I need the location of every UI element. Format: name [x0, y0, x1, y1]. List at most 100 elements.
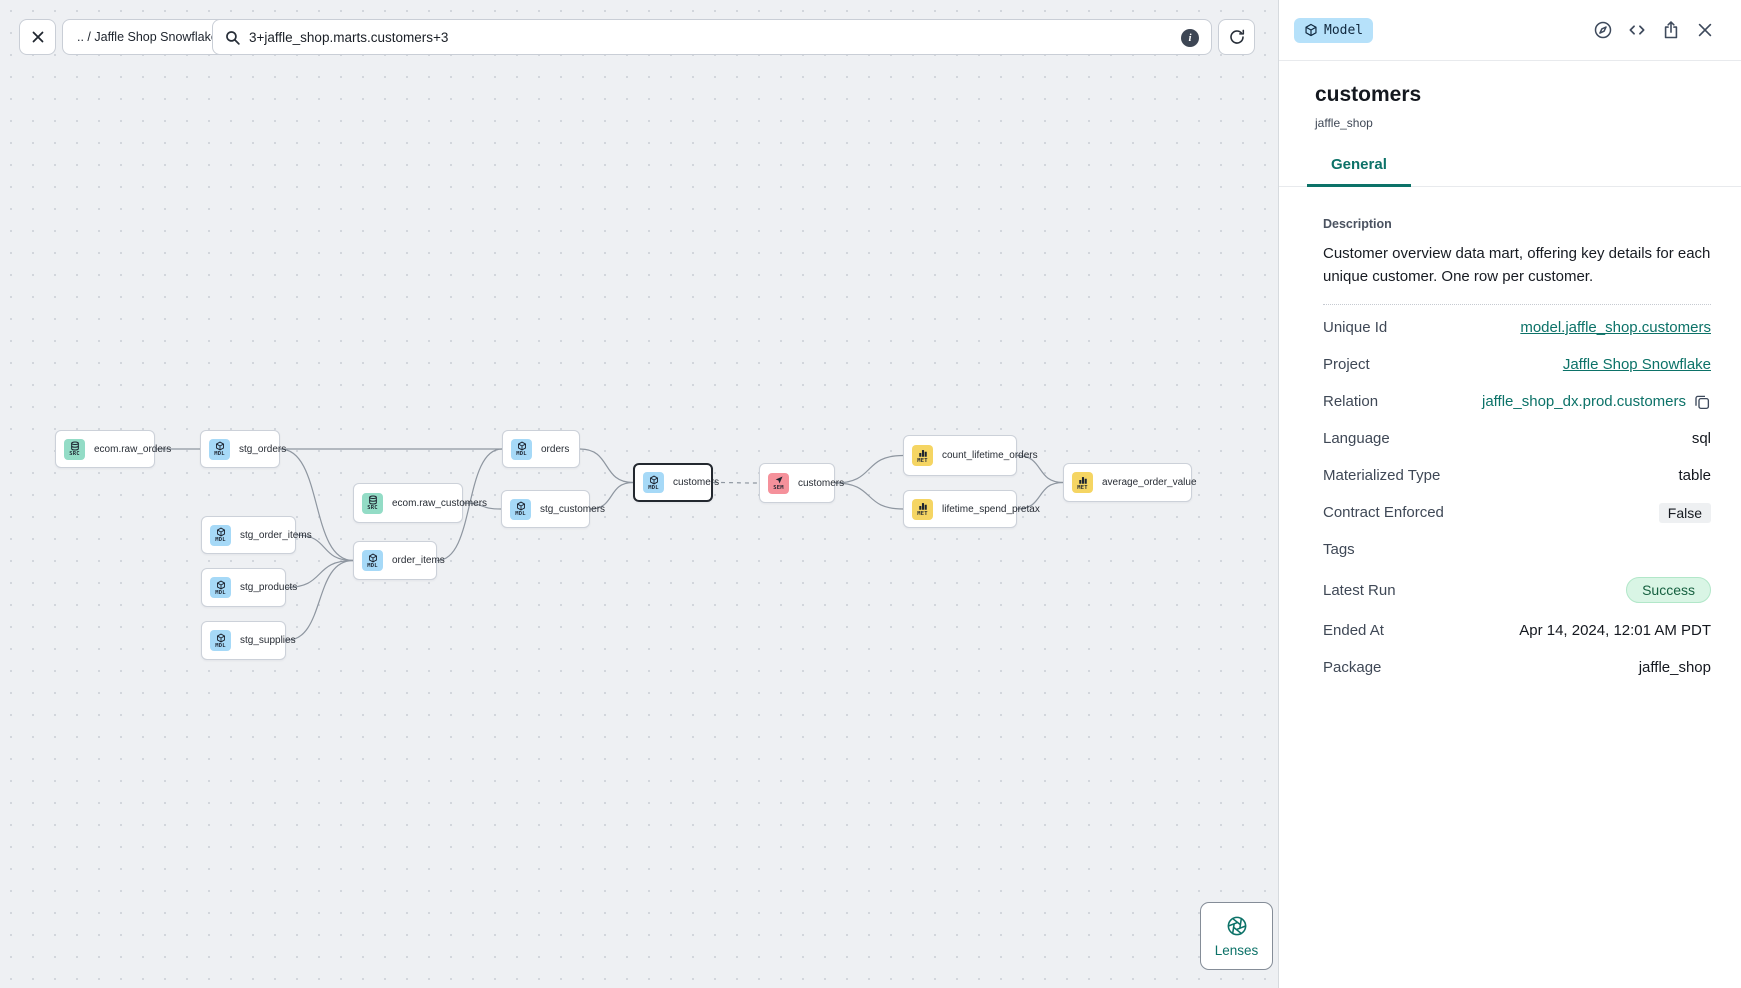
lenses-aperture-icon — [1227, 916, 1246, 935]
graph-node-average_order_value[interactable]: MET average_order_value — [1063, 463, 1197, 502]
edge-count_lifetime_orders-to-average_order_value — [1016, 454, 1064, 484]
edge-stg_supplies-to-order_items — [285, 559, 354, 642]
refresh-button[interactable] — [1218, 19, 1255, 55]
edge-ecom_raw_customers-to-stg_customers — [462, 502, 502, 510]
page-title: customers — [1315, 83, 1422, 106]
detail-row-project: Project Jaffle Shop Snowflake — [1323, 356, 1711, 373]
graph-node-ecom_raw_orders[interactable]: SRC ecom.raw_orders — [55, 430, 171, 468]
node-label: stg_orders — [239, 443, 287, 455]
page-subtitle: jaffle_shop — [1315, 116, 1373, 130]
search-icon — [226, 31, 240, 45]
close-icon — [32, 31, 43, 43]
edge-lifetime_spend_pretax-to-average_order_value — [1016, 481, 1064, 510]
detail-row-package: Package jaffle_shop — [1323, 659, 1711, 676]
edge-stg_order_items-to-order_items — [295, 534, 354, 562]
breadcrumb-label: .. / Jaffle Shop Snowflake — [77, 30, 218, 44]
node-label: stg_customers — [540, 503, 606, 515]
explore-lineage-button[interactable] — [1592, 20, 1613, 41]
model-icon: MDL — [209, 438, 230, 460]
edges-layer — [155, 448, 1064, 642]
model-icon: MDL — [643, 472, 664, 493]
info-icon[interactable]: i — [1181, 29, 1199, 47]
node-label: ecom.raw_orders — [94, 443, 172, 455]
graph-node-stg_customers[interactable]: MDL stg_customers — [501, 490, 605, 528]
node-label: ecom.raw_customers — [392, 497, 488, 509]
metric-icon: MET — [912, 445, 933, 466]
share-icon — [1664, 21, 1677, 39]
node-label: orders — [541, 443, 570, 455]
detail-row-latest-run: Latest Run Success — [1323, 568, 1711, 612]
project-link[interactable]: Jaffle Shop Snowflake — [1562, 356, 1711, 373]
graph-node-stg_order_items[interactable]: MDL stg_order_items — [201, 516, 312, 554]
graph-node-stg_orders[interactable]: MDL stg_orders — [200, 430, 286, 468]
edge-orders-to-customers — [579, 448, 634, 484]
model-icon: MDL — [510, 498, 531, 520]
graph-node-customers[interactable]: MDL customers — [633, 463, 719, 502]
edge-customers_sem-to-lifetime_spend_pretax — [834, 482, 904, 510]
graph-node-count_lifetime_orders[interactable]: MET count_lifetime_orders — [903, 435, 1038, 476]
graph-node-customers_sem[interactable]: SEM customers — [759, 463, 844, 503]
lenses-label: Lenses — [1214, 942, 1259, 958]
node-label: order_items — [392, 555, 445, 566]
edge-customers-to-customers_sem — [712, 481, 760, 484]
dotted-divider — [1323, 304, 1711, 305]
compass-icon — [1594, 21, 1611, 39]
copy-icon — [1695, 395, 1710, 409]
resource-type-label: Model — [1324, 22, 1364, 38]
detail-row-contract-enforced: Contract Enforced False — [1323, 494, 1711, 531]
model-icon: MDL — [210, 524, 231, 546]
relation-value: jaffle_shop_dx.prod.customers — [1481, 393, 1686, 410]
model-cube-icon — [1305, 23, 1317, 37]
breadcrumb[interactable]: .. / Jaffle Shop Snowflake — [62, 19, 233, 55]
node-label: count_lifetime_orders — [942, 450, 1038, 461]
detail-row-relation: Relation jaffle_shop_dx.prod.customers — [1323, 383, 1711, 420]
panel-header: Model — [1279, 0, 1741, 61]
node-label: customers — [798, 477, 845, 489]
tab-general[interactable]: General — [1307, 156, 1411, 187]
refresh-icon — [1229, 29, 1244, 44]
description-text: Customer overview data mart, offering ke… — [1323, 245, 1711, 285]
graph-node-stg_supplies[interactable]: MDL stg_supplies — [201, 621, 296, 660]
lineage-selector-input[interactable] — [249, 29, 1169, 45]
node-label: stg_products — [240, 582, 298, 593]
detail-row-ended-at: Ended At Apr 14, 2024, 12:01 AM PDT — [1323, 622, 1711, 639]
detail-row-tags: Tags — [1323, 541, 1355, 558]
node-label: customers — [673, 477, 720, 488]
canvas-close-button[interactable] — [19, 19, 56, 55]
lineage-canvas[interactable]: .. / Jaffle Shop Snowflake i SRC ecom.raw… — [0, 0, 1278, 988]
model-icon: MDL — [210, 630, 231, 651]
model-icon: MDL — [511, 438, 532, 460]
node-label: stg_order_items — [240, 529, 312, 541]
database-icon: SRC — [64, 438, 85, 460]
contract-enforced-badge: False — [1658, 502, 1711, 523]
description-label: Description — [1323, 217, 1392, 231]
detail-row-unique-id: Unique Id model.jaffle_shop.customers — [1323, 319, 1711, 336]
panel-actions — [1592, 20, 1715, 41]
node-label: average_order_value — [1102, 477, 1197, 488]
metric-icon: MET — [912, 498, 933, 520]
panel-tabs: General — [1279, 156, 1741, 187]
unique-id-link[interactable]: model.jaffle_shop.customers — [1520, 319, 1711, 336]
graph-node-orders[interactable]: MDL orders — [502, 430, 580, 468]
node-label: stg_supplies — [240, 635, 296, 646]
detail-row-materialized-type: Materialized Type table — [1323, 467, 1711, 484]
resource-type-badge: Model — [1294, 17, 1374, 43]
view-code-button[interactable] — [1626, 20, 1647, 41]
share-button[interactable] — [1660, 20, 1681, 41]
edge-stg_customers-to-customers — [589, 481, 634, 510]
graph-node-order_items[interactable]: MDL order_items — [353, 541, 445, 580]
lenses-button[interactable]: Lenses — [1200, 902, 1273, 970]
panel-close-button[interactable] — [1694, 20, 1715, 41]
search-bar: i — [212, 19, 1212, 55]
edge-customers_sem-to-count_lifetime_orders — [834, 454, 904, 484]
copy-button[interactable] — [1693, 393, 1711, 411]
details-panel: Model customers jaffle_shop — [1278, 0, 1741, 988]
database-icon: SRC — [362, 492, 383, 514]
model-icon: MDL — [362, 550, 383, 571]
graph-node-ecom_raw_customers[interactable]: SRC ecom.raw_customers — [353, 483, 487, 523]
semantic-model-icon: SEM — [768, 472, 789, 494]
metric-icon: MET — [1072, 472, 1093, 493]
